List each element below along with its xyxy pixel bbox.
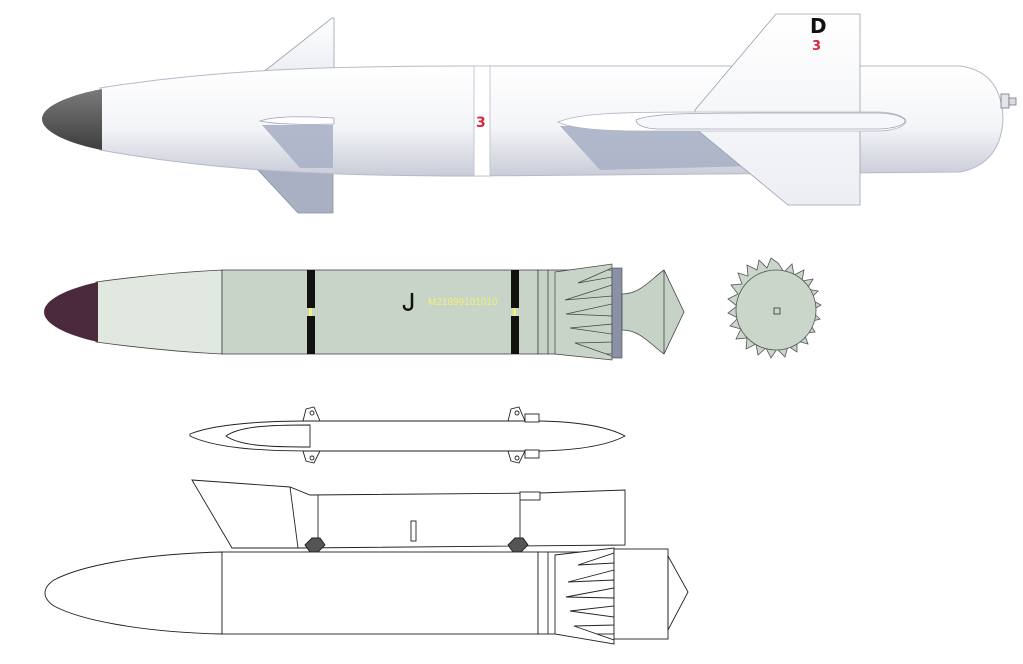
pylon-slot bbox=[410, 520, 417, 542]
pylon-seam bbox=[289, 486, 299, 549]
launch-forward-section bbox=[95, 269, 223, 355]
nose-cone bbox=[42, 89, 102, 150]
outline-forward-section bbox=[44, 551, 223, 635]
launch-band-forward-lower bbox=[307, 316, 315, 354]
launch-ring bbox=[611, 267, 623, 359]
upper-forward-fin bbox=[260, 17, 335, 74]
section-band bbox=[473, 65, 491, 177]
forward-strake bbox=[258, 116, 335, 125]
outline-main-tube bbox=[221, 551, 539, 635]
launch-band-forward-lug bbox=[309, 308, 312, 316]
top-view-outline bbox=[189, 406, 626, 464]
top-view-forward-lug-hole-lower bbox=[309, 455, 315, 461]
top-view-aft-fitting-lower bbox=[524, 449, 540, 459]
pylon-aft-fitting bbox=[519, 491, 541, 501]
rear-view-body-circle bbox=[735, 269, 817, 351]
launch-main-tube bbox=[221, 269, 539, 355]
tail-number-marking: 3 bbox=[812, 39, 821, 54]
tail-fin bbox=[694, 13, 861, 206]
rear-view-nozzle-square bbox=[773, 307, 781, 315]
launch-band-aft-upper bbox=[511, 270, 519, 308]
lower-forward-fin bbox=[257, 169, 334, 214]
exhaust-nozzle bbox=[1000, 93, 1010, 109]
top-view-intake bbox=[225, 424, 311, 448]
top-view-aft-lug-hole-lower bbox=[514, 455, 520, 461]
outline-exhaust-cone bbox=[667, 554, 689, 631]
side-view-outline bbox=[44, 479, 689, 645]
launch-band-forward-upper bbox=[307, 270, 315, 308]
launch-band-aft-lug bbox=[513, 308, 516, 316]
carrier-pylon bbox=[191, 479, 626, 549]
exhaust-nozzle-tip bbox=[1008, 97, 1017, 106]
top-view-aft-fitting bbox=[524, 413, 540, 423]
body-shadow bbox=[262, 125, 333, 168]
body-number-marking: 3 bbox=[476, 115, 486, 131]
serial-number-marking: M21899101010 bbox=[428, 297, 498, 308]
tail-letter-marking: D bbox=[810, 14, 827, 38]
outline-ring bbox=[613, 548, 669, 640]
launch-stabilizer-teeth bbox=[554, 263, 613, 361]
launch-exhaust-bell bbox=[621, 269, 685, 355]
launch-nose-cone bbox=[44, 282, 98, 342]
side-view: D 3 3 bbox=[42, 13, 1017, 214]
top-view-forward-lug-hole-upper bbox=[309, 410, 315, 416]
top-view-aft-lug-hole-upper bbox=[514, 410, 520, 416]
launch-band-aft-lower bbox=[511, 316, 519, 354]
launch-hook bbox=[402, 292, 414, 311]
rear-end-view bbox=[727, 257, 822, 359]
fairing-pod bbox=[635, 112, 906, 130]
launch-configuration-view: M21899101010 bbox=[44, 263, 685, 361]
outline-stabilizer-teeth bbox=[554, 547, 615, 645]
